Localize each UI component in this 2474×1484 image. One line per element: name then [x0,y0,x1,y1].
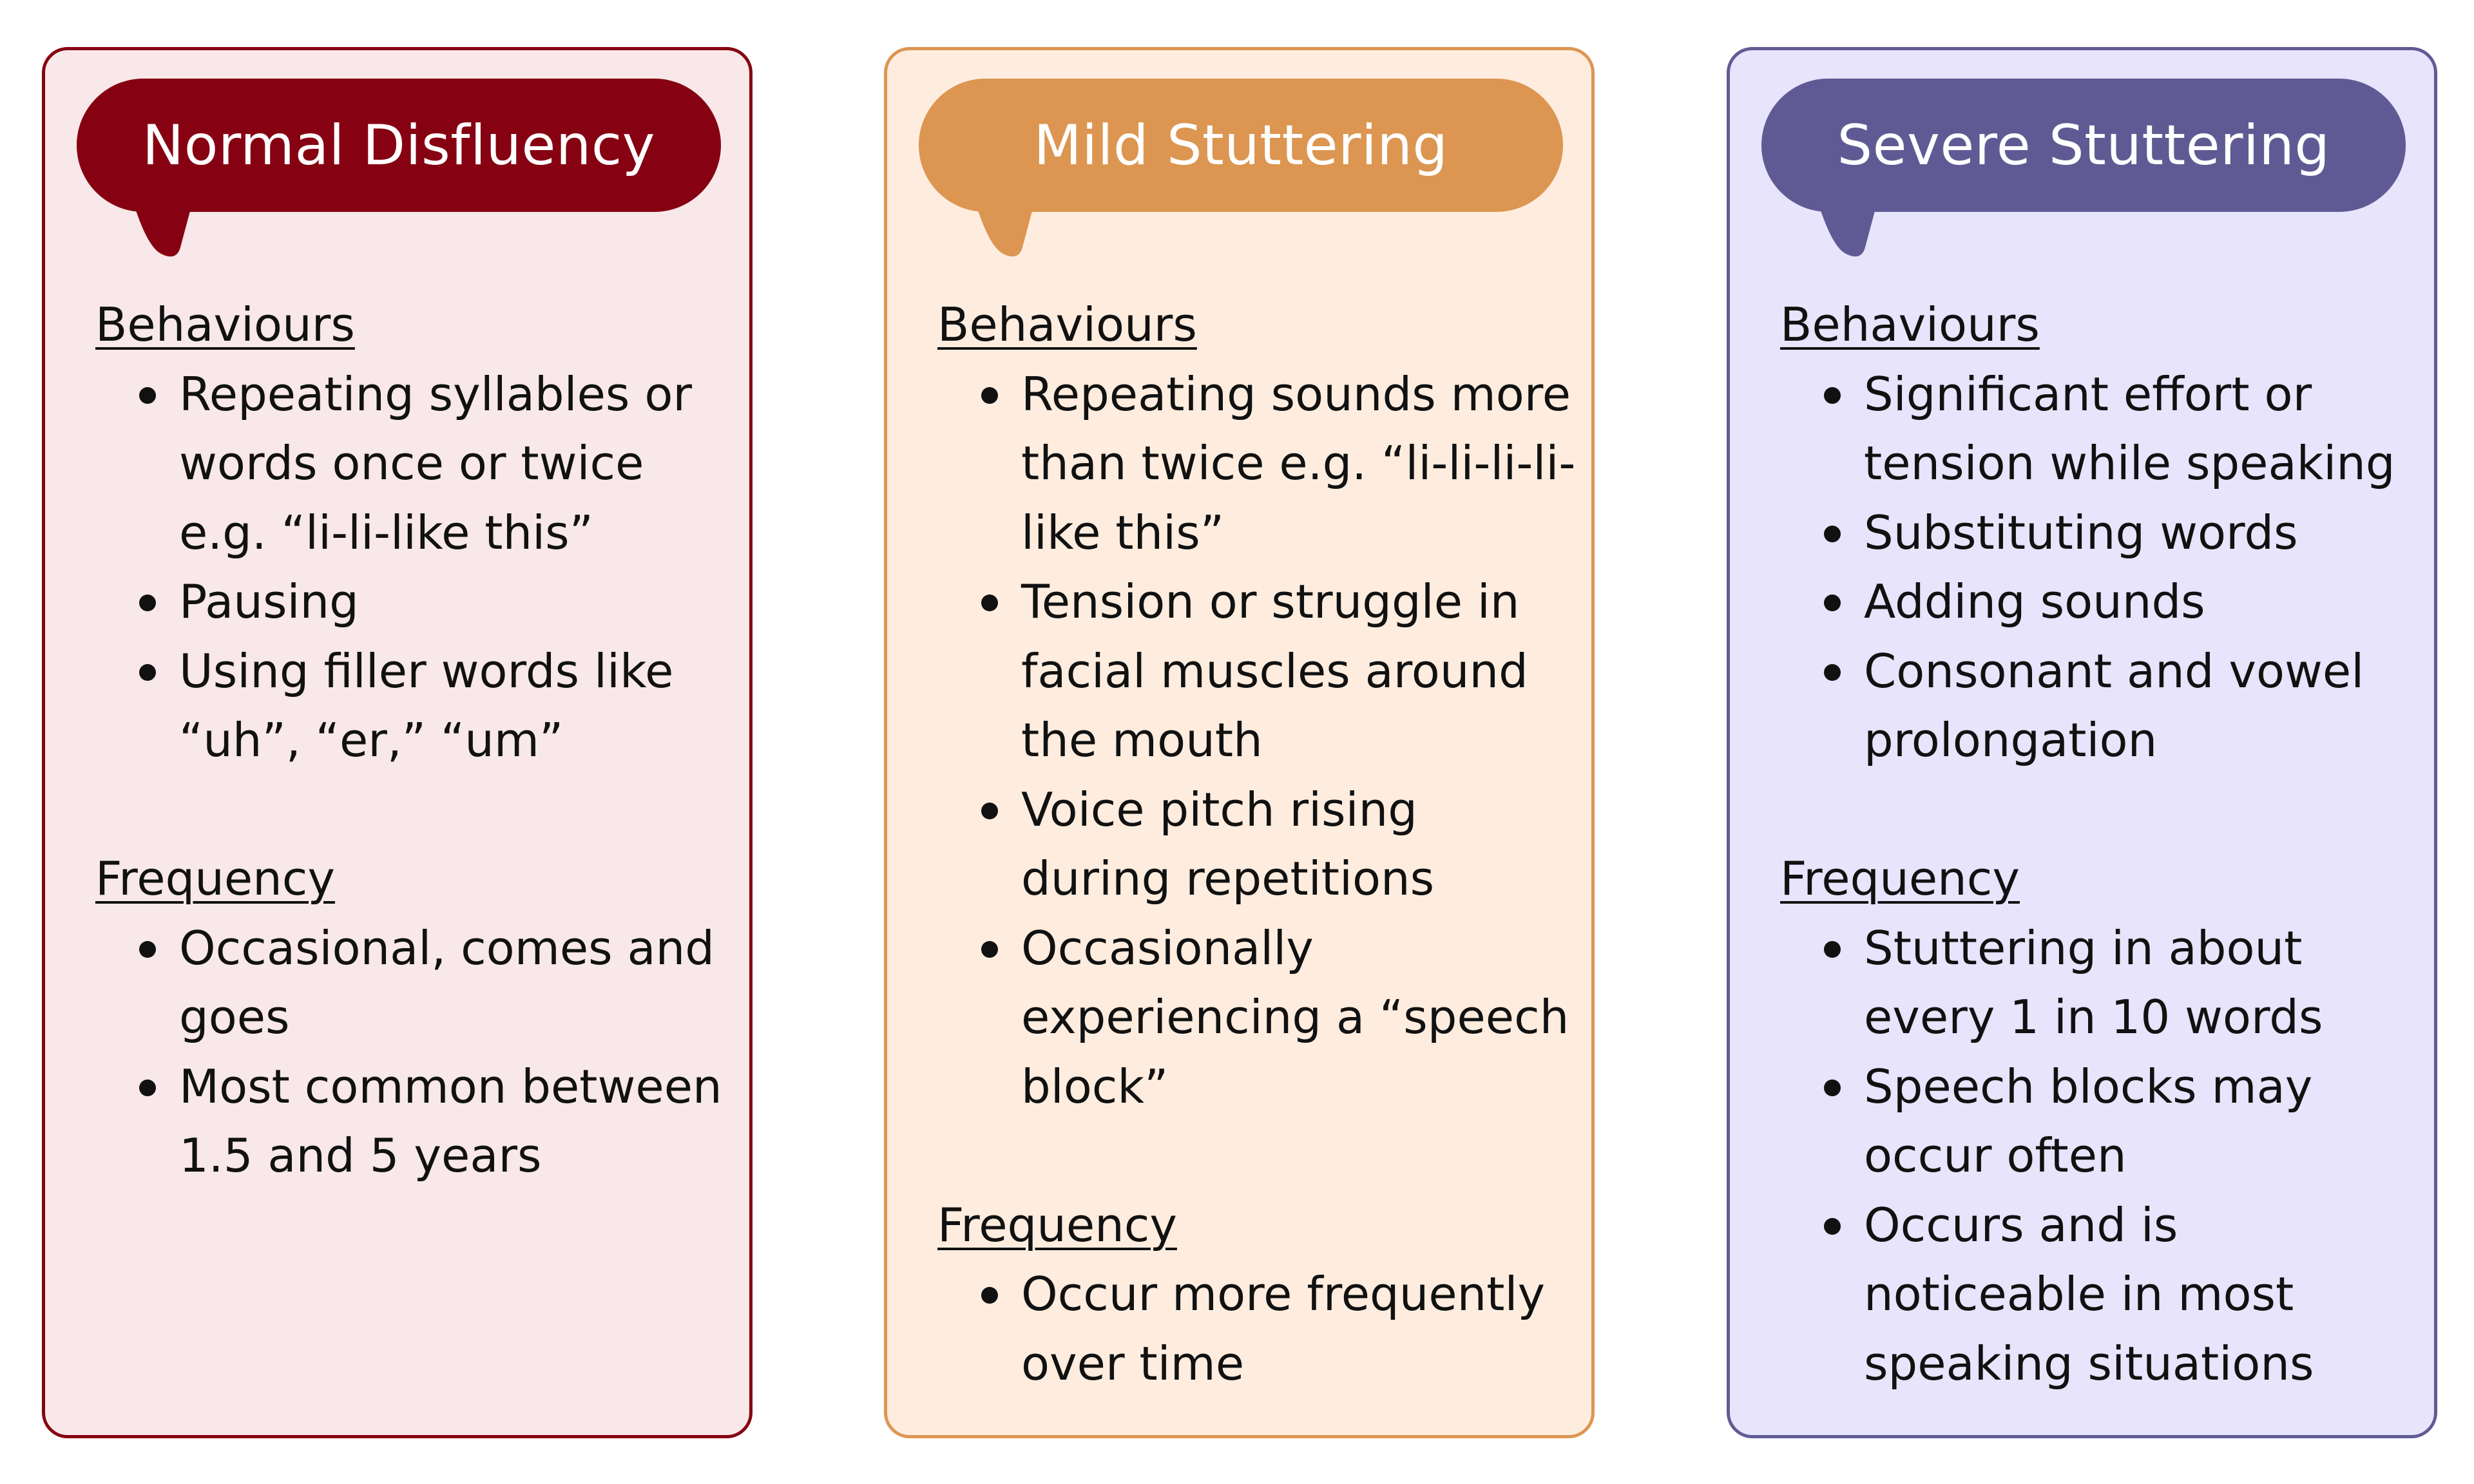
section-heading-frequency: Frequency [95,851,335,906]
speech-bubble-tail-icon [135,209,191,257]
list-item: Using filler words like “uh”, “er,” “um” [139,637,740,775]
frequency-list: Occur more frequently over time [937,1260,1582,1398]
list-item: Substituting words [1824,499,2424,568]
behaviours-list: Repeating sounds more than twice e.g. “l… [937,360,1582,1122]
speech-bubble-tail-icon [1820,209,1875,257]
bullet-icon [139,1079,156,1096]
bullet-icon [981,595,998,611]
list-item: Occurs and is noticeable in most speakin… [1824,1191,2424,1399]
bullet-icon [139,386,156,404]
bullet-icon [139,940,156,958]
list-item: Repeating syllables or words once or twi… [139,360,740,568]
list-item: Significant effort or tension while spea… [1824,360,2424,499]
list-item: Speech blocks may occur often [1824,1052,2424,1191]
list-item: Repeating sounds more than twice e.g. “l… [981,360,1582,568]
list-item: Occur more frequently over time [981,1260,1582,1398]
speech-bubble-title: Normal Disfluency [77,79,721,212]
bullet-icon [139,595,156,611]
speech-bubble-title: Severe Stuttering [1761,79,2406,212]
bullet-icon [1824,663,1841,681]
card-title: Severe Stuttering [1837,113,2330,178]
frequency-list: Occasional, comes and goes Most common b… [95,914,740,1191]
section-heading-behaviours: Behaviours [1780,298,2040,352]
card-mild-stuttering: Mild Stuttering Behaviours Repeating sou… [884,47,1595,1438]
behaviours-list: Significant effort or tension while spea… [1780,360,2424,775]
section-heading-frequency: Frequency [937,1197,1177,1252]
section-heading-behaviours: Behaviours [95,298,355,352]
bullet-icon [981,802,998,819]
bullet-icon [1824,940,1841,958]
bullet-icon [1824,1217,1841,1235]
bullet-icon [139,663,156,681]
bullet-icon [981,386,998,404]
list-item: Adding sounds [1824,567,2424,637]
list-item: Consonant and vowel prolongation [1824,637,2424,775]
bullet-icon [981,940,998,958]
card-severe-stuttering: Severe Stuttering Behaviours Significant… [1727,47,2437,1438]
card-title: Normal Disfluency [142,113,656,178]
bullet-icon [1824,386,1841,404]
card-title: Mild Stuttering [1033,113,1448,178]
card-content: Behaviours Significant effort or tension… [1780,290,2424,1398]
list-item: Occasionally experiencing a “speech bloc… [981,914,1582,1122]
bullet-icon [1824,1079,1841,1096]
section-heading-frequency: Frequency [1780,851,2020,906]
bullet-icon [981,1287,998,1304]
list-item: Tension or struggle in facial muscles ar… [981,567,1582,775]
speech-bubble-tail-icon [977,209,1033,257]
speech-bubble-title: Mild Stuttering [919,79,1563,212]
list-item: Stuttering in about every 1 in 10 words [1824,914,2424,1052]
list-item: Voice pitch rising during repetitions [981,775,1582,914]
card-content: Behaviours Repeating syllables or words … [95,290,740,1191]
list-item: Most common between 1.5 and 5 years [139,1052,740,1191]
list-item: Pausing [139,567,740,637]
bullet-icon [1824,525,1841,542]
bullet-icon [1824,595,1841,611]
section-heading-behaviours: Behaviours [937,298,1197,352]
card-content: Behaviours Repeating sounds more than tw… [937,290,1582,1398]
frequency-list: Stuttering in about every 1 in 10 words … [1780,914,2424,1399]
behaviours-list: Repeating syllables or words once or twi… [95,360,740,775]
card-normal-disfluency: Normal Disfluency Behaviours Repeating s… [42,47,753,1438]
list-item: Occasional, comes and goes [139,914,740,1052]
